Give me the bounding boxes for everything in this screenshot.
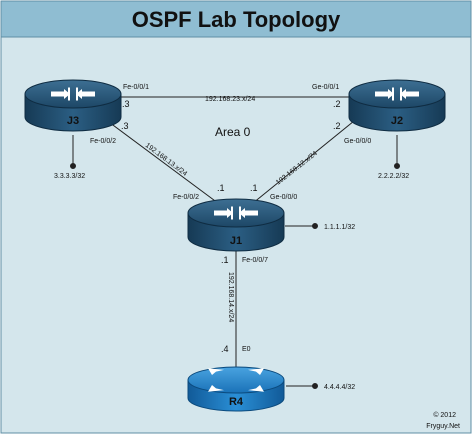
loopback-dot-r4 (312, 383, 318, 389)
j2-ge001-interface-label: Ge-0/0/1 (312, 84, 339, 91)
site-label: Fryguy.Net (426, 423, 460, 430)
j3-loopback-label: 3.3.3.3/32 (54, 173, 85, 180)
title-bar (0, 0, 472, 38)
router-r4-top (187, 366, 285, 394)
j3-fe002-interface-label: Fe-0/0/2 (90, 138, 116, 145)
j2-ge001-ip-label: .2 (333, 99, 341, 109)
j1-fe007-interface-label: Fe-0/0/7 (242, 257, 268, 264)
j3-fe002-ip-label: .3 (121, 121, 129, 131)
r4-e0-interface-label: E0 (242, 346, 251, 353)
j1-loopback-label: 1.1.1.1/32 (324, 224, 355, 231)
copyright-label: © 2012 (433, 411, 456, 419)
j3-fe001-interface-label: Fe-0/0/1 (123, 84, 149, 91)
router-r4[interactable]: R4 (187, 366, 285, 412)
router-j2[interactable]: J2 (348, 79, 446, 132)
router-j1-arrows-icon (214, 206, 258, 220)
j2-loopback-label: 2.2.2.2/32 (378, 173, 409, 180)
router-r4-arrows-icon (208, 368, 264, 392)
loopback-dot-j2 (394, 163, 400, 169)
router-j2-arrows-icon (375, 87, 419, 101)
router-j3-name: J3 (67, 115, 79, 127)
j2-ge000-ip-label: .2 (333, 121, 341, 131)
j1-ge000-interface-label: Ge-0/0/0 (270, 194, 297, 201)
j1-r4-subnet-label: 192.168.14.x/24 (227, 272, 234, 322)
area-label: Area 0 (215, 125, 251, 139)
router-j1[interactable]: J1 (187, 198, 285, 252)
loopback-dot-j1 (312, 223, 318, 229)
j3-fe001-ip-label: .3 (122, 99, 130, 109)
links (89, 96, 371, 380)
diagram-title: OSPF Lab Topology (132, 7, 341, 32)
router-j1-top (187, 198, 285, 228)
router-j3-top (24, 79, 122, 109)
r4-e0-ip-label: .4 (221, 344, 229, 354)
router-j1-name: J1 (230, 235, 242, 247)
j1-fe007-ip-label: .1 (221, 255, 229, 265)
j1-fe002-ip-label: .1 (217, 183, 225, 193)
router-j2-name: J2 (391, 115, 403, 127)
j1-ge000-ip-label: .1 (250, 183, 258, 193)
j3-j2-subnet-label: 192.168.23.x/24 (205, 96, 255, 103)
router-j2-top (348, 79, 446, 109)
router-j3[interactable]: J3 (24, 79, 122, 132)
j2-ge000-interface-label: Ge-0/0/0 (344, 138, 371, 145)
router-j3-arrows-icon (51, 87, 95, 101)
link-j3-j1 (89, 107, 231, 213)
router-r4-name: R4 (229, 396, 244, 408)
loopbacks (70, 135, 400, 389)
link-j2-j1 (241, 107, 371, 213)
r4-loopback-label: 4.4.4.4/32 (324, 384, 355, 391)
loopback-dot-j3 (70, 163, 76, 169)
j1-fe002-interface-label: Fe-0/0/2 (173, 194, 199, 201)
